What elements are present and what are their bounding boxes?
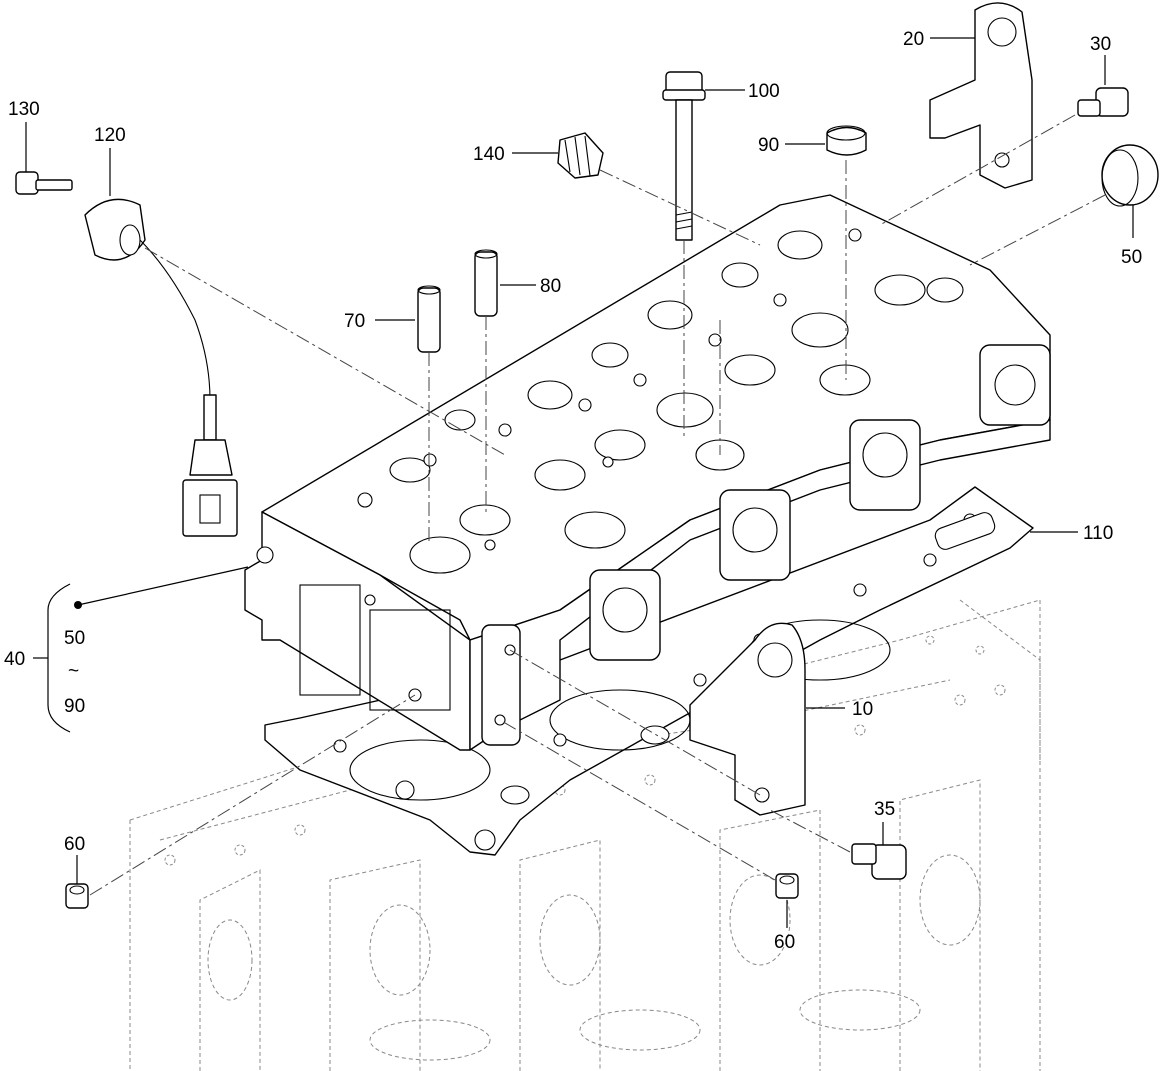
label-60-right: 60 bbox=[774, 932, 795, 953]
label-70: 70 bbox=[344, 311, 365, 332]
flange-bolt-35 bbox=[851, 843, 907, 880]
alignment-lines bbox=[89, 114, 1106, 896]
valve-cap bbox=[826, 125, 867, 156]
cylinder-head bbox=[244, 194, 1051, 751]
flange-bolt-30 bbox=[1077, 87, 1129, 117]
label-range-end-90: 90 bbox=[64, 696, 85, 717]
sensor-bolt bbox=[15, 171, 73, 195]
callout-labels: 20 30 50 100 90 140 80 70 130 120 110 10… bbox=[4, 29, 1142, 953]
label-100: 100 bbox=[748, 81, 780, 102]
label-80: 80 bbox=[540, 276, 561, 297]
label-range-start-50: 50 bbox=[64, 628, 85, 649]
label-35: 35 bbox=[874, 799, 895, 820]
label-110: 110 bbox=[1083, 523, 1113, 544]
label-140: 140 bbox=[473, 144, 505, 165]
label-120: 120 bbox=[94, 125, 126, 146]
plug-60-right bbox=[775, 873, 799, 899]
label-60-left: 60 bbox=[64, 834, 85, 855]
label-50: 50 bbox=[1121, 247, 1142, 268]
label-90: 90 bbox=[758, 135, 779, 156]
label-10: 10 bbox=[852, 699, 873, 720]
cylinder-head-gasket bbox=[264, 486, 1034, 856]
head-bolt bbox=[662, 71, 706, 241]
sensor-with-harness bbox=[84, 198, 238, 537]
rubber-plug bbox=[557, 132, 604, 179]
plug-cap bbox=[1101, 144, 1159, 207]
label-20: 20 bbox=[903, 29, 924, 50]
label-40: 40 bbox=[4, 649, 25, 670]
dowel-pin-70 bbox=[417, 285, 441, 353]
label-range-separator: ~ bbox=[68, 661, 79, 682]
engine-hanger-rear bbox=[929, 2, 1033, 189]
engine-hanger-front bbox=[689, 622, 806, 816]
dowel-pin-80 bbox=[474, 249, 498, 317]
label-130: 130 bbox=[8, 99, 40, 120]
leader-lines bbox=[25, 37, 1134, 928]
label-30: 30 bbox=[1090, 34, 1111, 55]
plug-60-left bbox=[65, 883, 89, 909]
reference-dot bbox=[74, 601, 82, 609]
